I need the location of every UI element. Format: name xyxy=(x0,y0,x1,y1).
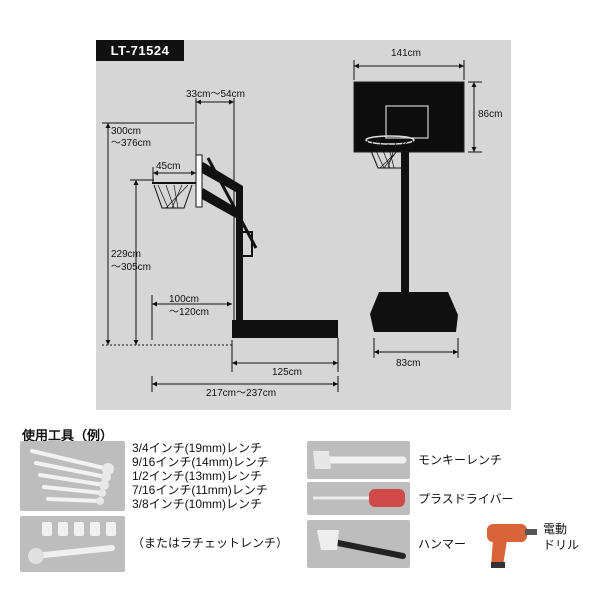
hoop-drawing xyxy=(102,60,482,392)
dim-rim-height-line2: 〜376cm xyxy=(111,138,152,149)
side-backboard xyxy=(195,154,203,208)
front-backboard xyxy=(353,81,465,153)
drill-label-line2: ドリル xyxy=(543,538,580,552)
screwdriver-label: プラスドライバー xyxy=(418,492,514,506)
side-net xyxy=(153,184,193,209)
wrench-set-photo xyxy=(20,441,125,511)
drill-icon xyxy=(487,524,537,568)
dim-reach-line2: 〜120cm xyxy=(169,307,210,318)
hammer-icon xyxy=(317,530,406,559)
screwdriver-icon xyxy=(313,489,405,507)
dim-total-depth: 217cm〜237cm xyxy=(206,388,277,399)
wrench-item: 7/16インチ(11mm)レンチ xyxy=(132,483,268,497)
front-pole xyxy=(401,152,409,297)
monkey-wrench-label: モンキーレンチ xyxy=(418,453,503,467)
side-lower-arm xyxy=(200,188,243,222)
dim-base-width: 83cm xyxy=(396,358,421,369)
dim-rim-height-line1: 300cm xyxy=(111,126,142,137)
monkey-wrench-icon xyxy=(313,451,407,469)
tools-heading: 使用工具（例） xyxy=(22,428,114,443)
hammer-photo xyxy=(307,520,410,568)
model-number-label: LT-71524 xyxy=(96,40,184,61)
ratchet-label: （またはラチェットレンチ） xyxy=(132,536,289,550)
ratchet-photo xyxy=(20,516,125,572)
dimension-diagram: 141cm 86cm 33cm〜54cm 300cm 〜376cm 45cm 2… xyxy=(96,40,511,410)
side-upper-arm xyxy=(200,162,243,196)
side-pole xyxy=(236,186,243,322)
wrench-item: 9/16インチ(14mm)レンチ xyxy=(132,455,269,469)
side-bracket xyxy=(241,231,253,257)
wrench-item: 3/4インチ(19mm)レンチ xyxy=(132,441,263,455)
monkey-wrench-photo xyxy=(307,441,410,479)
front-base xyxy=(370,292,458,332)
wrench-list: 3/4インチ(19mm)レンチ 9/16インチ(14mm)レンチ 1/2インチ(… xyxy=(132,441,269,511)
ratchet-icon xyxy=(28,522,116,564)
dim-base-length: 125cm xyxy=(272,367,303,378)
wrench-item: 3/8インチ(10mm)レンチ xyxy=(132,497,263,511)
side-base xyxy=(232,320,338,338)
dim-reach-line1: 100cm xyxy=(169,294,200,305)
hammer-label: ハンマー xyxy=(418,537,467,551)
drill-photo xyxy=(481,516,539,572)
dim-offset: 33cm〜54cm xyxy=(186,89,245,100)
drill-label-line1: 電動 xyxy=(543,522,568,536)
dim-backboard-height: 86cm xyxy=(478,109,503,120)
dim-bottom-height-line1: 229cm xyxy=(111,249,142,260)
wrench-item: 1/2インチ(13mm)レンチ xyxy=(132,469,263,483)
dim-bottom-height-line2: 〜305cm xyxy=(111,262,152,273)
front-rim xyxy=(365,135,415,145)
dim-backboard-width: 141cm xyxy=(391,48,422,59)
screwdriver-photo xyxy=(307,482,410,515)
dim-rim-diameter: 45cm xyxy=(156,161,181,172)
wrench-icon xyxy=(30,449,114,505)
